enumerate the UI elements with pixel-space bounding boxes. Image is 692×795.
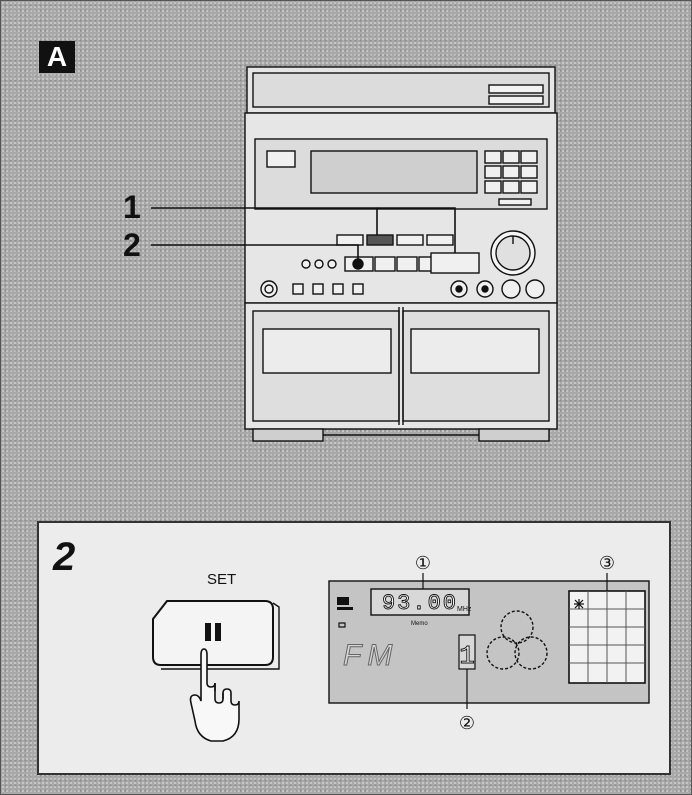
lcd-indicator-icons <box>337 597 353 628</box>
cassette-deck <box>244 302 558 430</box>
display-callout-2: ② <box>459 713 475 734</box>
disc-changer-lid <box>246 66 556 114</box>
right-button-grid <box>484 150 538 194</box>
display-callout-1: ① <box>415 553 431 574</box>
set-button <box>152 600 280 670</box>
bottom-control-row <box>260 279 545 299</box>
blinking-segment-icon <box>574 599 584 609</box>
display-callout-3: ③ <box>599 553 615 574</box>
step-panel: 2 SET <box>37 521 671 775</box>
lcd-display <box>328 573 650 709</box>
unit-feet <box>252 428 550 442</box>
callout-label-2: 2 <box>123 227 141 263</box>
lcd-preset-number: 1 <box>459 641 475 671</box>
preset-grid-indicator <box>568 590 646 684</box>
panel-step-number: 2 <box>53 535 76 579</box>
set-button-label: SET <box>207 571 237 588</box>
figure-badge: A <box>39 41 75 73</box>
preset-indicator-circles <box>486 610 548 670</box>
callout-label-1: 1 <box>123 189 141 225</box>
deck-button-row <box>301 252 480 274</box>
volume-knob <box>490 230 536 276</box>
lcd-band-text: FM <box>343 639 398 672</box>
lcd-frequency-unit: MHz <box>457 606 472 613</box>
pressing-hand-icon <box>189 648 240 742</box>
lcd-frequency-text: 93.00 <box>382 591 458 616</box>
lcd-memo-indicator: Memo <box>411 621 428 627</box>
stereo-system-illustration <box>151 66 558 442</box>
pause-icon <box>205 623 221 641</box>
step-panel-illustration: 93.00 MHz Memo FM 1 ① ② ③ <box>152 553 650 742</box>
callout-leader-lines <box>151 207 456 259</box>
main-display-window <box>310 150 478 194</box>
set-button-marker <box>352 258 364 270</box>
